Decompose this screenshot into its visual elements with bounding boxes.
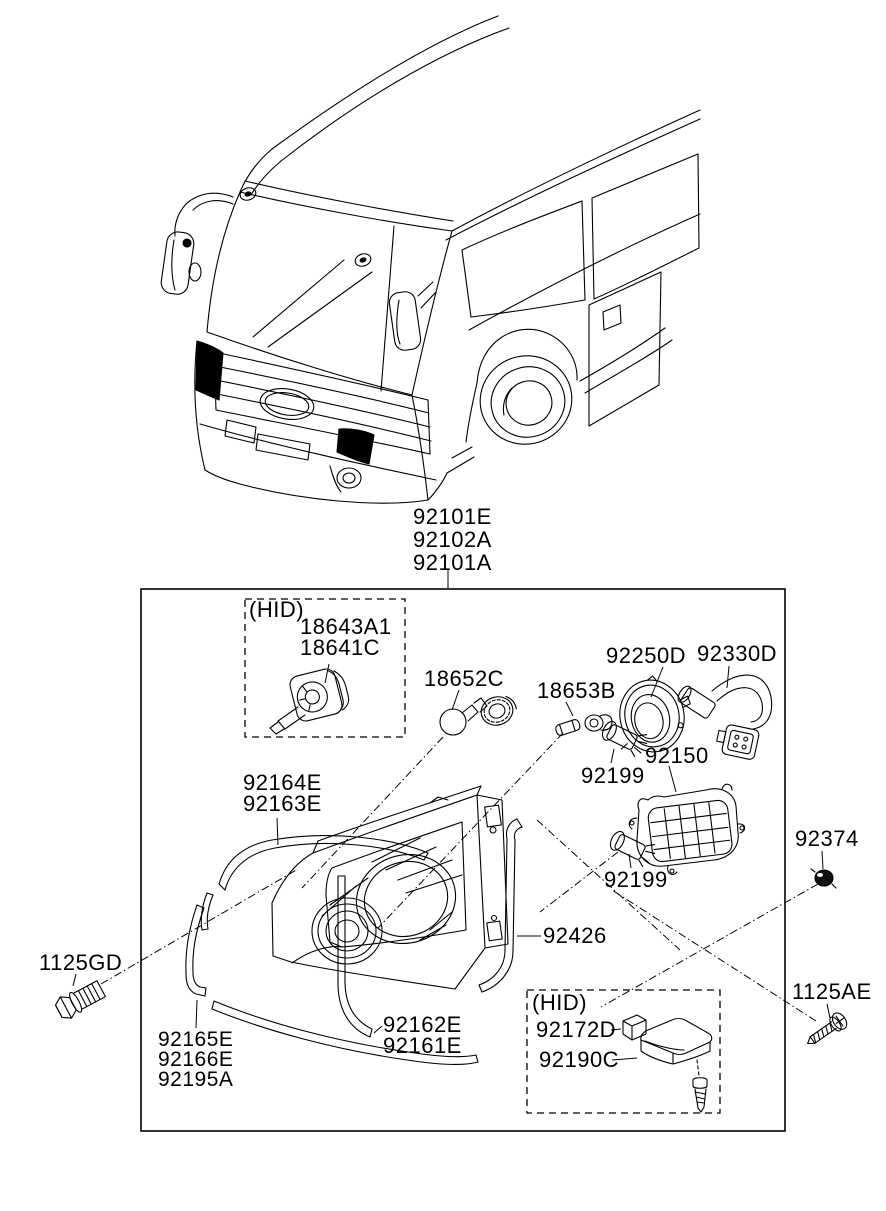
- clip-drawing: [622, 1014, 647, 1041]
- assembly-part-labels: 92101E 92102A 92101A: [413, 505, 492, 574]
- hid-box-bottom: [526, 989, 721, 1114]
- hid-top-part-labels: 18643A1 18641C: [300, 614, 392, 660]
- part-label-92426: 92426: [543, 923, 607, 948]
- part-label-92102A: 92102A: [413, 527, 492, 552]
- screw-right-drawing: [807, 1012, 848, 1045]
- part-label-92101A: 92101A: [413, 550, 492, 575]
- strip-center-labels: 92162E 92161E: [383, 1012, 462, 1058]
- part-label-92199-upper: 92199: [581, 763, 645, 788]
- part-label-18641C: 18641C: [300, 635, 381, 660]
- bus-illustration: [160, 15, 701, 504]
- gasket-side-drawing: [185, 904, 479, 1066]
- gasket-top-labels: 92164E 92163E: [243, 770, 322, 816]
- part-label-92166E: 92166E: [158, 1048, 234, 1071]
- harness-drawing: [677, 674, 773, 760]
- gasket-top-drawing: [200, 835, 429, 931]
- part-label-92195A: 92195A: [158, 1068, 234, 1091]
- retainer-ring-drawing: [619, 675, 691, 753]
- part-label-92165E: 92165E: [158, 1028, 234, 1051]
- socket-parts-drawing: [555, 714, 613, 736]
- hid-top-tag: (HID): [249, 597, 305, 622]
- leader-lines: [72, 663, 831, 1061]
- part-label-92190C: 92190C: [539, 1047, 620, 1072]
- gasket-side-labels: 92165E 92166E 92195A: [158, 1028, 234, 1091]
- part-label-92172D: 92172D: [536, 1017, 617, 1042]
- small-bulb-drawing: [439, 695, 517, 736]
- part-label-1125GD: 1125GD: [39, 950, 123, 975]
- headlamp-assembly-drawing: [271, 785, 509, 990]
- strip-center-drawing: [337, 875, 373, 1038]
- hid-bulb-drawing: [269, 668, 350, 735]
- main-diagram-box: [140, 588, 786, 1132]
- part-label-18643A1: 18643A1: [300, 614, 392, 639]
- ballast-drawing: [640, 1017, 713, 1113]
- part-label-92163E: 92163E: [243, 791, 322, 816]
- cover-drawing: [628, 783, 746, 875]
- part-label-92101E: 92101E: [413, 504, 492, 529]
- part-label-92374: 92374: [795, 826, 859, 851]
- hid-box-top: [244, 598, 406, 738]
- part-label-92199-lower: 92199: [604, 867, 668, 892]
- bulb-lower-drawing: [609, 830, 656, 868]
- strip-right-drawing: [478, 818, 523, 993]
- part-label-92250D: 92250D: [606, 643, 687, 668]
- hid-bottom-tag: (HID): [532, 990, 588, 1015]
- bulb-upper-drawing: [601, 720, 648, 758]
- part-label-92330D: 92330D: [697, 641, 778, 666]
- nut-drawing: [810, 868, 837, 889]
- bolt-left-drawing: [54, 980, 106, 1019]
- part-label-92150: 92150: [645, 743, 709, 768]
- part-label-1125AE: 1125AE: [792, 979, 872, 1004]
- part-label-18652C: 18652C: [424, 666, 505, 691]
- part-label-92164E: 92164E: [243, 770, 322, 795]
- part-label-18653B: 18653B: [537, 678, 616, 703]
- dash-dot-lines: [100, 732, 819, 1022]
- part-label-92162E: 92162E: [383, 1012, 462, 1037]
- part-label-92161E: 92161E: [383, 1033, 462, 1058]
